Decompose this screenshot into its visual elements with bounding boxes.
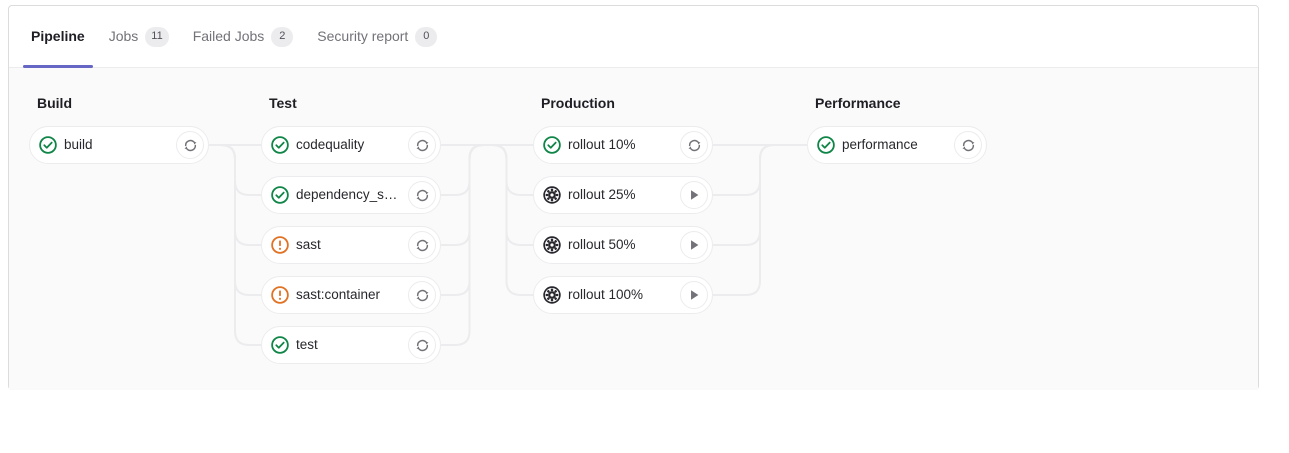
stage-job-list: rollout 10% rollout 25% rollout 50% rollout… [533,126,713,326]
status-success-icon [817,136,835,154]
pipeline-card: Pipeline Jobs 11 Failed Jobs 2 Security repor… [8,5,1259,390]
connector-line [492,144,533,246]
retry-icon [416,289,428,301]
status-success-icon [271,186,289,204]
retry-icon [184,139,196,151]
job-name: codequality [296,138,365,152]
status-manual-icon [543,186,561,204]
job-name: rollout 100% [568,288,644,302]
status-success-icon [39,136,57,154]
tab-security-report[interactable]: Security report 0 [305,6,449,67]
job-retry-button[interactable] [680,131,708,159]
job-card[interactable]: rollout 100% [533,276,713,314]
job-card[interactable]: codequality [261,126,441,164]
job-card[interactable]: sast:container [261,276,441,314]
connector-line [209,144,261,296]
retry-icon [416,189,428,201]
job-name: dependency_s… [296,188,398,202]
stage-title: Build [37,95,72,111]
status-success-icon [271,136,289,154]
job-card[interactable]: rollout 25% [533,176,713,214]
status-manual-icon [543,286,561,304]
job-play-button[interactable] [680,231,708,259]
retry-icon [962,139,974,151]
connector-line [441,144,505,346]
retry-icon [416,139,428,151]
job-retry-button[interactable] [954,131,982,159]
play-icon [691,190,699,200]
status-success-icon [271,336,289,354]
tab-failed-jobs[interactable]: Failed Jobs 2 [181,6,306,67]
retry-icon [416,239,428,251]
tab-jobs[interactable]: Jobs 11 [97,6,181,67]
job-play-button[interactable] [680,181,708,209]
connector-line [492,144,533,196]
stage-job-list: codequality dependency_s…sast sast:contain… [261,126,441,376]
connector-line [441,144,505,246]
job-name: performance [842,138,918,152]
status-warning-icon [271,236,289,254]
connector-line [441,144,505,196]
retry-icon [416,339,428,351]
stage-title: Production [541,95,615,111]
job-retry-button[interactable] [408,331,436,359]
play-icon [691,290,699,300]
job-card[interactable]: dependency_s… [261,176,441,214]
job-name: rollout 50% [568,238,636,252]
tab-label: Pipeline [31,28,85,44]
connector-line [209,144,261,346]
job-card[interactable]: build [29,126,209,164]
tab-label: Failed Jobs [192,28,265,44]
connector-line [713,144,807,296]
stage-job-list: build [29,126,209,176]
status-success-icon [543,136,561,154]
connector-line [492,144,533,296]
job-name: rollout 25% [568,188,636,202]
status-manual-icon [543,236,561,254]
tab-count-badge: 0 [415,26,438,47]
job-name: sast:container [296,288,381,302]
connector-line [209,144,261,246]
tab-count-badge: 2 [271,26,294,47]
tab-label: Jobs [108,28,139,44]
job-name: test [296,338,318,352]
job-card[interactable]: sast [261,226,441,264]
stage-job-list: performance [807,126,987,176]
job-card[interactable]: test [261,326,441,364]
job-name: build [64,138,93,152]
stage-title: Performance [815,95,901,111]
job-retry-button[interactable] [408,231,436,259]
tab-pipeline[interactable]: Pipeline [19,6,97,68]
pipeline-graph: Build build Test codequality dependency_s…sa… [9,68,1258,390]
play-icon [691,240,699,250]
tab-label: Security report [317,28,409,44]
job-name: sast [296,238,321,252]
retry-icon [688,139,700,151]
job-card[interactable]: rollout 10% [533,126,713,164]
connector-line [713,144,807,246]
connector-line [209,144,261,196]
job-retry-button[interactable] [408,181,436,209]
job-retry-button[interactable] [176,131,204,159]
job-card[interactable]: rollout 50% [533,226,713,264]
job-name: rollout 10% [568,138,636,152]
job-card[interactable]: performance [807,126,987,164]
status-warning-icon [271,286,289,304]
tab-count-badge: 11 [145,26,169,47]
job-play-button[interactable] [680,281,708,309]
connector-line [441,144,505,296]
job-retry-button[interactable] [408,131,436,159]
job-retry-button[interactable] [408,281,436,309]
pipeline-tabs: Pipeline Jobs 11 Failed Jobs 2 Security repor… [9,6,1258,68]
connector-line [713,144,807,196]
stage-title: Test [269,95,297,111]
